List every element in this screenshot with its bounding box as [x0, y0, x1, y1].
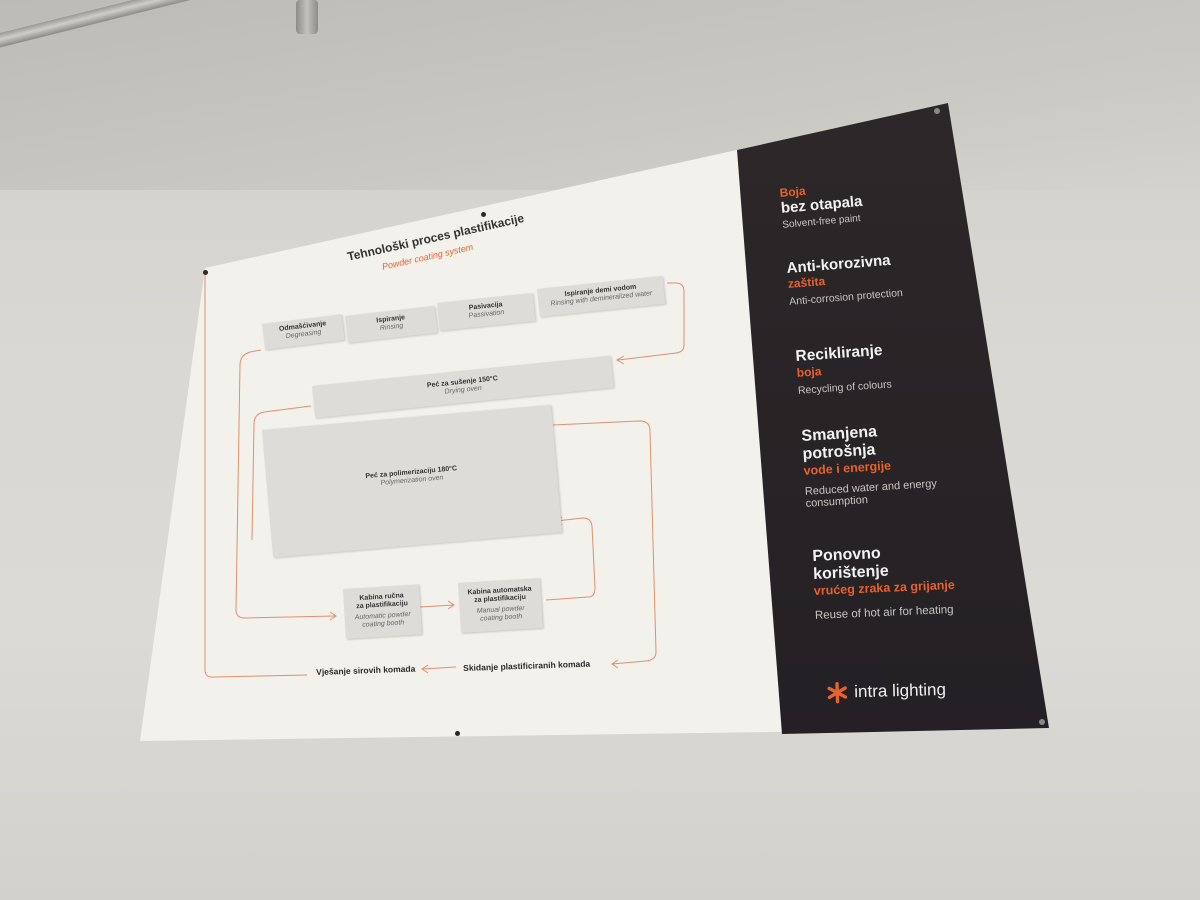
- pipe-bracket: [296, 0, 318, 34]
- sidebar-item-anticorrosion: Anti-korozivna zaštita Anti-corrosion pr…: [786, 251, 903, 308]
- step-polymerization-oven: Peć za polimerizaciju 180°C Polymerizati…: [262, 404, 563, 558]
- screw: [934, 108, 940, 114]
- screw: [1039, 719, 1045, 725]
- ceiling-shadow: [0, 0, 1200, 190]
- sidebar-item-hot-air-reuse: Ponovno korištenje vrućeg zraka za grija…: [812, 542, 956, 622]
- mount-pin: [455, 731, 460, 736]
- logo-wordmark: intra lighting: [854, 679, 947, 702]
- sidebar-item-solvent-free: Boja bez otapala Solvent-free paint: [779, 179, 864, 231]
- mount-pin: [481, 212, 486, 217]
- asterisk-logo-icon: [827, 682, 848, 704]
- logo: intra lighting: [826, 679, 946, 704]
- mount-pin: [203, 270, 208, 275]
- sidebar-item-reduced-consumption: Smanjena potrošnja vode i energije Reduc…: [801, 420, 938, 509]
- step-auto-booth: Kabina automatska za plastifikaciju Manu…: [458, 577, 543, 633]
- sidebar-item-recycling: Recikliranje boja Recycling of colours: [795, 341, 892, 397]
- step-manual-booth: Kabina ručna za plastifikaciju Automatic…: [343, 584, 422, 639]
